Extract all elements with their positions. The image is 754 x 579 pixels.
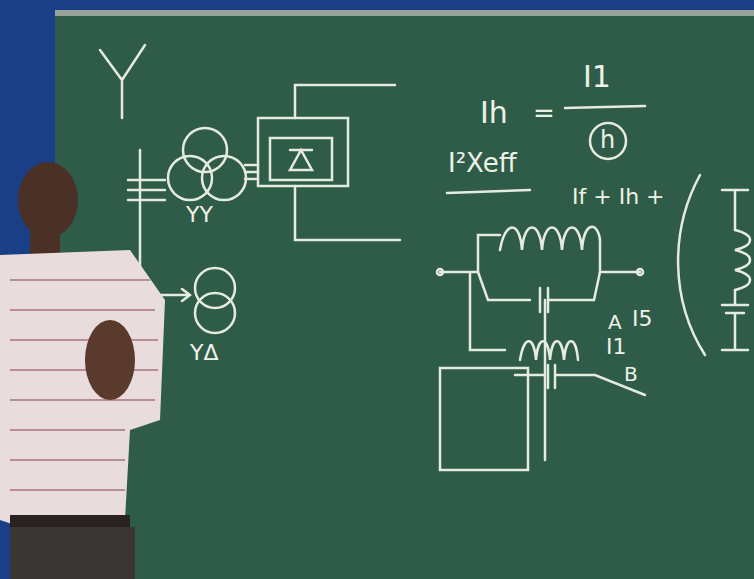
filter-label: A [608,312,622,332]
current-sum: If + Ih + [572,186,665,208]
fundamental-current: I1 [606,336,627,358]
filter-label: B [624,364,638,384]
fundamental-current: I1 [583,62,611,92]
harmonic-order: h [600,128,615,152]
harmonic-current: Ih [480,98,508,128]
board-frame [55,10,754,16]
equals-sign: = [533,100,555,126]
lecturer [0,162,165,579]
transformer-label: YΔ [190,342,219,364]
harmonic-current: I5 [632,308,653,330]
transformer-label: YY [186,204,213,226]
loss-term: I²Xeff [448,150,517,176]
chalk-drawing [100,45,750,470]
